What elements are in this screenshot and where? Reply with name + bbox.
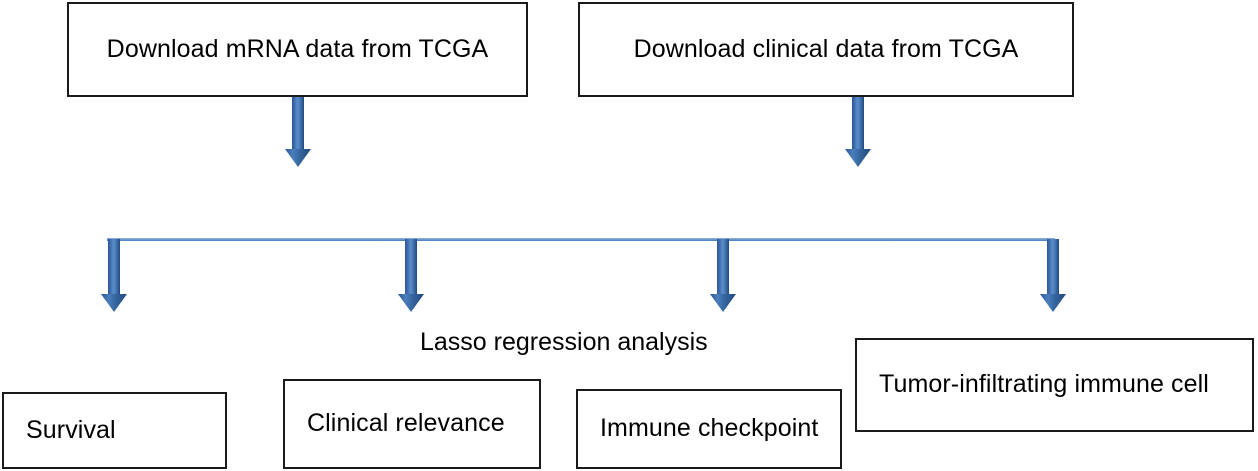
outcome-box-label: Immune checkpoint (600, 414, 819, 443)
lasso-regression-analysis-label: Lasso regression analysis (420, 328, 708, 356)
outcome-box-clinical-relevance[interactable]: Clinical relevance (283, 379, 541, 469)
horizontal-connector-line (107, 238, 1055, 241)
down-arrow-icon-clinical (845, 97, 871, 167)
down-arrow-icon-checkpoint (710, 239, 736, 312)
down-arrow-icon-survival (101, 239, 127, 312)
down-arrow-icon-mrna (285, 97, 311, 167)
process-box-label: Download clinical data from TCGA (633, 34, 1019, 63)
process-box-download-clinical[interactable]: Download clinical data from TCGA (578, 2, 1074, 97)
down-arrow-icon-tic (1040, 239, 1066, 312)
outcome-box-label: Tumor-infiltrating immune cell (879, 370, 1209, 399)
outcome-box-tumor-infiltrating-immune-cell[interactable]: Tumor-infiltrating immune cell (855, 338, 1254, 432)
outcome-box-immune-checkpoint[interactable]: Immune checkpoint (576, 389, 842, 469)
outcome-box-label: Survival (26, 415, 116, 444)
process-box-download-mrna[interactable]: Download mRNA data from TCGA (67, 2, 528, 97)
outcome-box-survival[interactable]: Survival (2, 392, 227, 469)
outcome-box-label: Clinical relevance (307, 409, 505, 438)
process-box-label: Download mRNA data from TCGA (106, 34, 489, 63)
down-arrow-icon-relevance (398, 239, 424, 312)
